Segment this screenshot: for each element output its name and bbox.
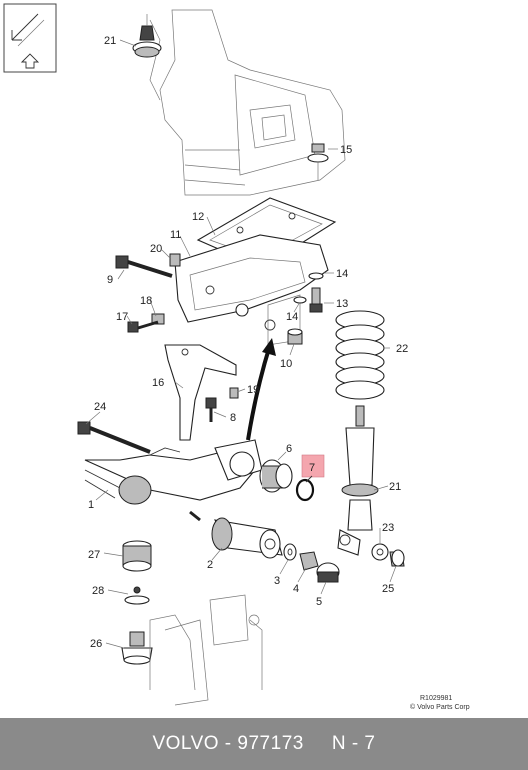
direction-arrow xyxy=(246,338,276,441)
bushing-6 xyxy=(259,459,293,493)
callout-4: 4 xyxy=(293,583,299,595)
callout-16: 16 xyxy=(152,377,164,389)
callout-7: 7 xyxy=(309,462,315,474)
nut-15 xyxy=(307,143,329,180)
washer-3 xyxy=(283,543,297,561)
nut-25 xyxy=(389,549,405,567)
callout-10: 10 xyxy=(280,358,292,370)
bolt-13 xyxy=(309,287,323,313)
washer-23 xyxy=(371,543,389,561)
callout-18: 18 xyxy=(140,295,152,307)
callout-26: 26 xyxy=(90,638,102,650)
callout-13: 13 xyxy=(336,298,348,310)
subframe-bracket-11 xyxy=(174,234,329,346)
callout-5: 5 xyxy=(316,596,322,608)
callout-8: 8 xyxy=(230,412,236,424)
callout-21-top: 21 xyxy=(104,35,116,47)
nut-20 xyxy=(169,253,181,267)
callout-24: 24 xyxy=(94,401,106,413)
bracket-16 xyxy=(164,344,237,441)
callout-14-lower: 14 xyxy=(286,311,298,323)
footer-brand: VOLVO xyxy=(152,733,220,754)
shock-absorber-21 xyxy=(337,405,379,556)
washer-14-lower xyxy=(293,296,307,304)
bolt-9 xyxy=(115,255,173,278)
callout-23: 23 xyxy=(382,522,394,534)
footer-position: N - 7 xyxy=(331,733,376,754)
nut-4 xyxy=(299,551,319,571)
orientation-icon xyxy=(3,3,57,73)
bolt-19 xyxy=(229,387,239,399)
callout-12: 12 xyxy=(192,211,204,223)
bolt-17 xyxy=(127,320,159,333)
mount-26 xyxy=(121,631,153,665)
chassis-outline xyxy=(149,9,346,196)
cap-5 xyxy=(316,562,340,583)
callout-20: 20 xyxy=(150,243,162,255)
callout-25: 25 xyxy=(382,583,394,595)
callout-28: 28 xyxy=(92,585,104,597)
callout-21-shock: 21 xyxy=(389,481,401,493)
footer-separator: - xyxy=(219,733,238,754)
bolt-8 xyxy=(205,397,217,422)
callout-11: 11 xyxy=(170,229,181,241)
circlip-7-highlighted xyxy=(295,454,325,502)
footer-part-number: 977173 xyxy=(237,733,304,754)
ball-joint-2 xyxy=(189,510,283,559)
part-info-footer: VOLVO - 977173 N - 7 xyxy=(0,718,528,770)
washer-28 xyxy=(124,586,150,605)
coil-spring-22 xyxy=(335,310,385,400)
copyright-notice: © Volvo Parts Corp xyxy=(410,703,470,711)
callout-22: 22 xyxy=(396,343,408,355)
callout-17: 17 xyxy=(116,311,128,323)
callout-labels: 21 15 12 11 20 9 14 13 18 17 14 10 22 16… xyxy=(88,35,408,650)
callout-3: 3 xyxy=(274,575,280,587)
callout-9: 9 xyxy=(107,274,113,286)
leader-lines xyxy=(85,39,397,649)
nut-18 xyxy=(151,313,165,325)
callout-14-upper: 14 xyxy=(336,268,348,280)
callout-6: 6 xyxy=(286,443,292,455)
callout-2: 2 xyxy=(207,559,213,571)
washer-14-upper xyxy=(308,272,324,280)
nut-10 xyxy=(287,328,303,345)
callout-15: 15 xyxy=(340,144,352,156)
exploded-parts-diagram: 21 15 12 11 20 9 14 13 18 17 14 10 22 16… xyxy=(3,3,470,711)
callout-27: 27 xyxy=(88,549,100,561)
reference-code: R1029981 xyxy=(420,695,452,702)
callout-19: 19 xyxy=(247,384,259,396)
nut-21-top xyxy=(132,14,162,58)
lower-frame-outline xyxy=(149,594,263,706)
callout-1: 1 xyxy=(88,499,94,511)
bolt-24 xyxy=(77,421,151,454)
control-arm-1 xyxy=(84,439,263,505)
rubber-mount-27 xyxy=(122,540,152,572)
